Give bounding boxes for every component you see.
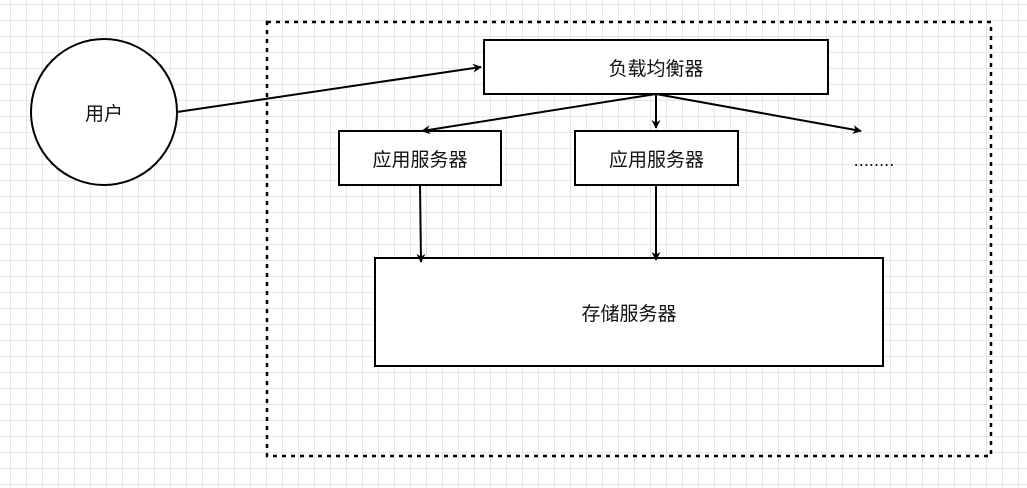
edge-load-balancer-to-app-server-1 — [421, 93, 657, 135]
edge-user-to-load-balancer — [176, 63, 482, 113]
storage-server-node[interactable] — [374, 257, 884, 367]
app-server-node-1[interactable] — [338, 130, 502, 186]
user-node[interactable] — [30, 38, 178, 186]
system-boundary — [265, 20, 993, 458]
edge-app-server-1-to-storage — [416, 184, 426, 263]
load-balancer-node[interactable] — [483, 39, 829, 95]
app-server-node-2[interactable] — [574, 130, 739, 186]
edge-load-balancer-to-more — [655, 93, 862, 134]
